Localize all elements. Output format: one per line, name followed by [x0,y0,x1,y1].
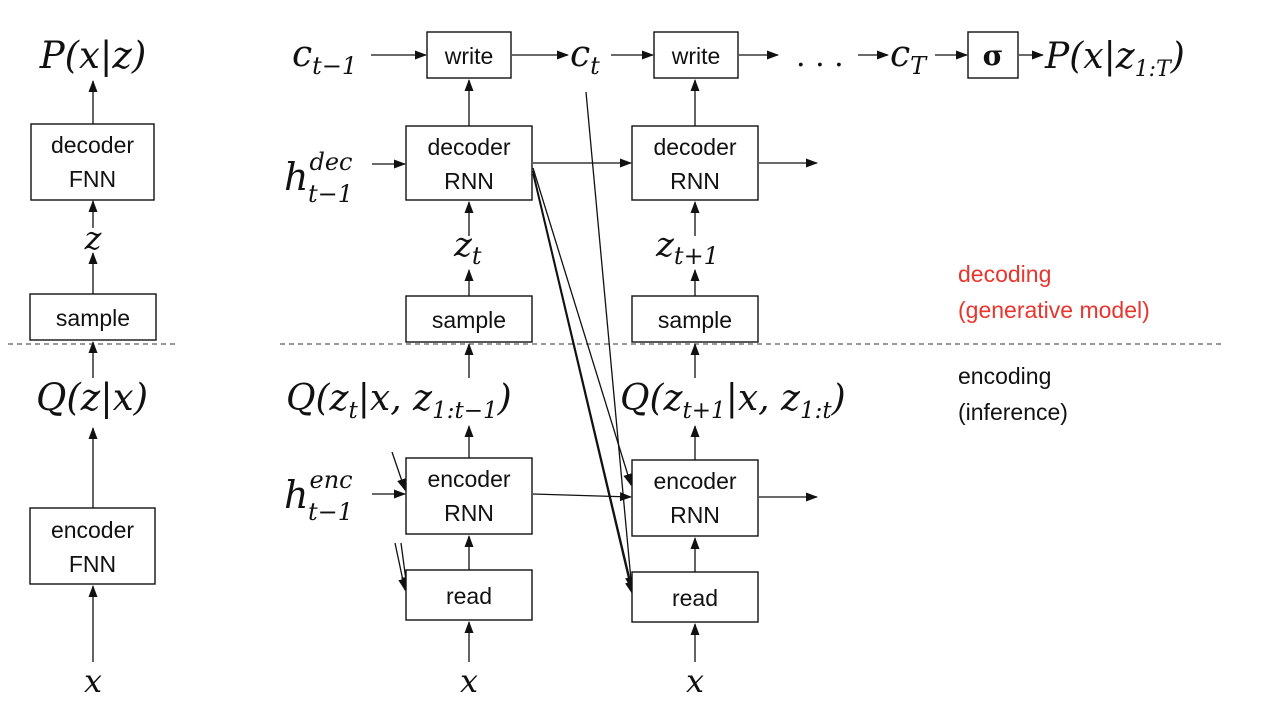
arrow-prev-step-into-encoder [391,451,406,491]
read-t1-label: read [672,585,718,611]
vae-input-x: x [84,662,102,700]
read-t-label: read [446,583,492,609]
vae-decoder-label-1: decoder [51,132,134,158]
legend-encoding-line-2: (inference) [958,399,1068,425]
sigma-label: σ [983,39,1004,72]
encoder-rnn-t-label-1: encoder [427,466,510,492]
vae-encoder-label-1: encoder [51,517,134,543]
legend-decoding-line-1: decoding [958,261,1051,287]
vae-decoder-label-2: FNN [69,166,116,192]
vae-encoder-label-2: FNN [69,551,116,577]
write-label-t1: write [671,43,721,69]
read-box-t1 [631,571,759,623]
arrow-decoder-t-to-read-t1-b [532,173,634,594]
encoder-rnn-box-t1 [631,459,759,537]
sample-t-label: sample [432,307,506,333]
read-box-t [405,569,533,621]
vae-latent-z: z [84,219,103,257]
legend-encoding-line-1: encoding [958,363,1051,389]
arrow-encoder-t-to-encoder-t1 [532,492,632,502]
input-x-t1: x [686,662,704,700]
encoder-rnn-t1-label-2: RNN [670,502,720,528]
decoder-rnn-t1-label-1: decoder [653,134,736,160]
vae-posterior: Q(z|x) [36,376,148,419]
vae-output-distribution: P(x|z) [39,34,147,77]
sample-box-t [405,295,533,343]
encoder-rnn-box-t [405,457,533,535]
write-box-t1 [653,31,739,79]
canvas-c-T: cT [890,34,928,80]
vae-decoder-box [30,123,155,201]
canvas-c-prev: ct−1 [292,34,357,80]
vae-sample-label: sample [56,305,130,331]
write-label-t: write [444,43,494,69]
canvas-ellipsis: . . . [796,39,844,74]
posterior-t1: Q(zt+1|x, z1:t) [620,378,846,424]
arrow-decoder-t-to-encoder-t1 [532,167,633,486]
latent-z-t: zt [453,225,482,270]
decoder-rnn-box-t [405,125,533,201]
sample-box-t1 [631,295,759,343]
draw-output-distribution: P(x|z1:T) [1044,36,1185,82]
decoder-rnn-t-label-2: RNN [444,168,494,194]
sample-t1-label: sample [658,307,732,333]
decoder-rnn-t-label-1: decoder [427,134,510,160]
vae-sample-box [29,293,157,341]
latent-z-t1: zt+1 [655,225,719,270]
vae-encoder-box [29,507,156,585]
decoder-rnn-t1-label-2: RNN [670,168,720,194]
encoder-rnn-t-label-2: RNN [444,500,494,526]
posterior-t: Q(zt|x, z1:t−1) [286,378,512,424]
arrow-decoder-t-to-read-t1-a [532,170,634,589]
write-box-t [426,31,512,79]
decoder-rnn-box-t1 [631,125,759,201]
canvas-c-t: ct [570,34,600,80]
legend-decoding-line-2: (generative model) [958,297,1150,323]
arrow-c-t-to-read-t1 [585,91,636,592]
input-x-t: x [460,662,478,700]
encoder-rnn-t1-label-1: encoder [653,468,736,494]
sigma-box [967,31,1019,79]
